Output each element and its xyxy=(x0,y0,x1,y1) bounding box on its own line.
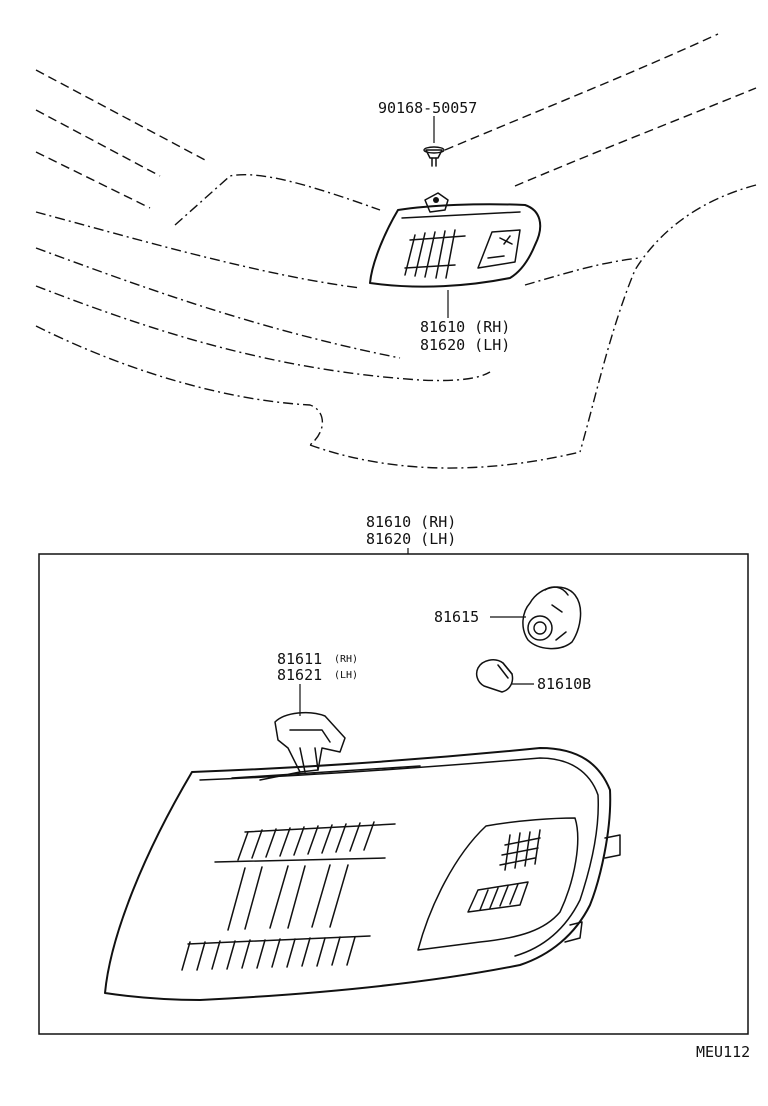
callout-bulb-part: 81610B xyxy=(537,675,591,693)
callout-lens-lh-suffix: (LH) xyxy=(334,670,358,681)
callout-socket-part: 81615 xyxy=(434,608,479,626)
callout-lens-rh-number: 81611 xyxy=(277,650,322,668)
socket-icon xyxy=(522,586,582,650)
callout-lamp-box-rh: 81610 (RH) xyxy=(366,513,456,531)
lamp-assembly-exploded xyxy=(104,711,621,1001)
lamp-installed-view xyxy=(369,192,542,288)
bulb-icon xyxy=(475,659,514,693)
drawing-code: MEU112 xyxy=(696,1043,750,1061)
lens-ribs xyxy=(181,821,396,971)
vehicle-front-outline xyxy=(35,33,757,469)
screw-fastener-icon xyxy=(423,146,445,167)
callout-screw-part: 90168-50057 xyxy=(378,99,477,117)
callout-lamp-upper-rh: 81610 (RH) xyxy=(420,318,510,336)
callout-lens-rh-suffix: (RH) xyxy=(334,654,358,665)
assembly-frame xyxy=(38,553,749,1035)
callout-lamp-upper-lh: 81620 (LH) xyxy=(420,336,510,354)
callout-lamp-box-lh: 81620 (LH) xyxy=(366,530,456,548)
callout-lens-lh-number: 81621 xyxy=(277,666,322,684)
